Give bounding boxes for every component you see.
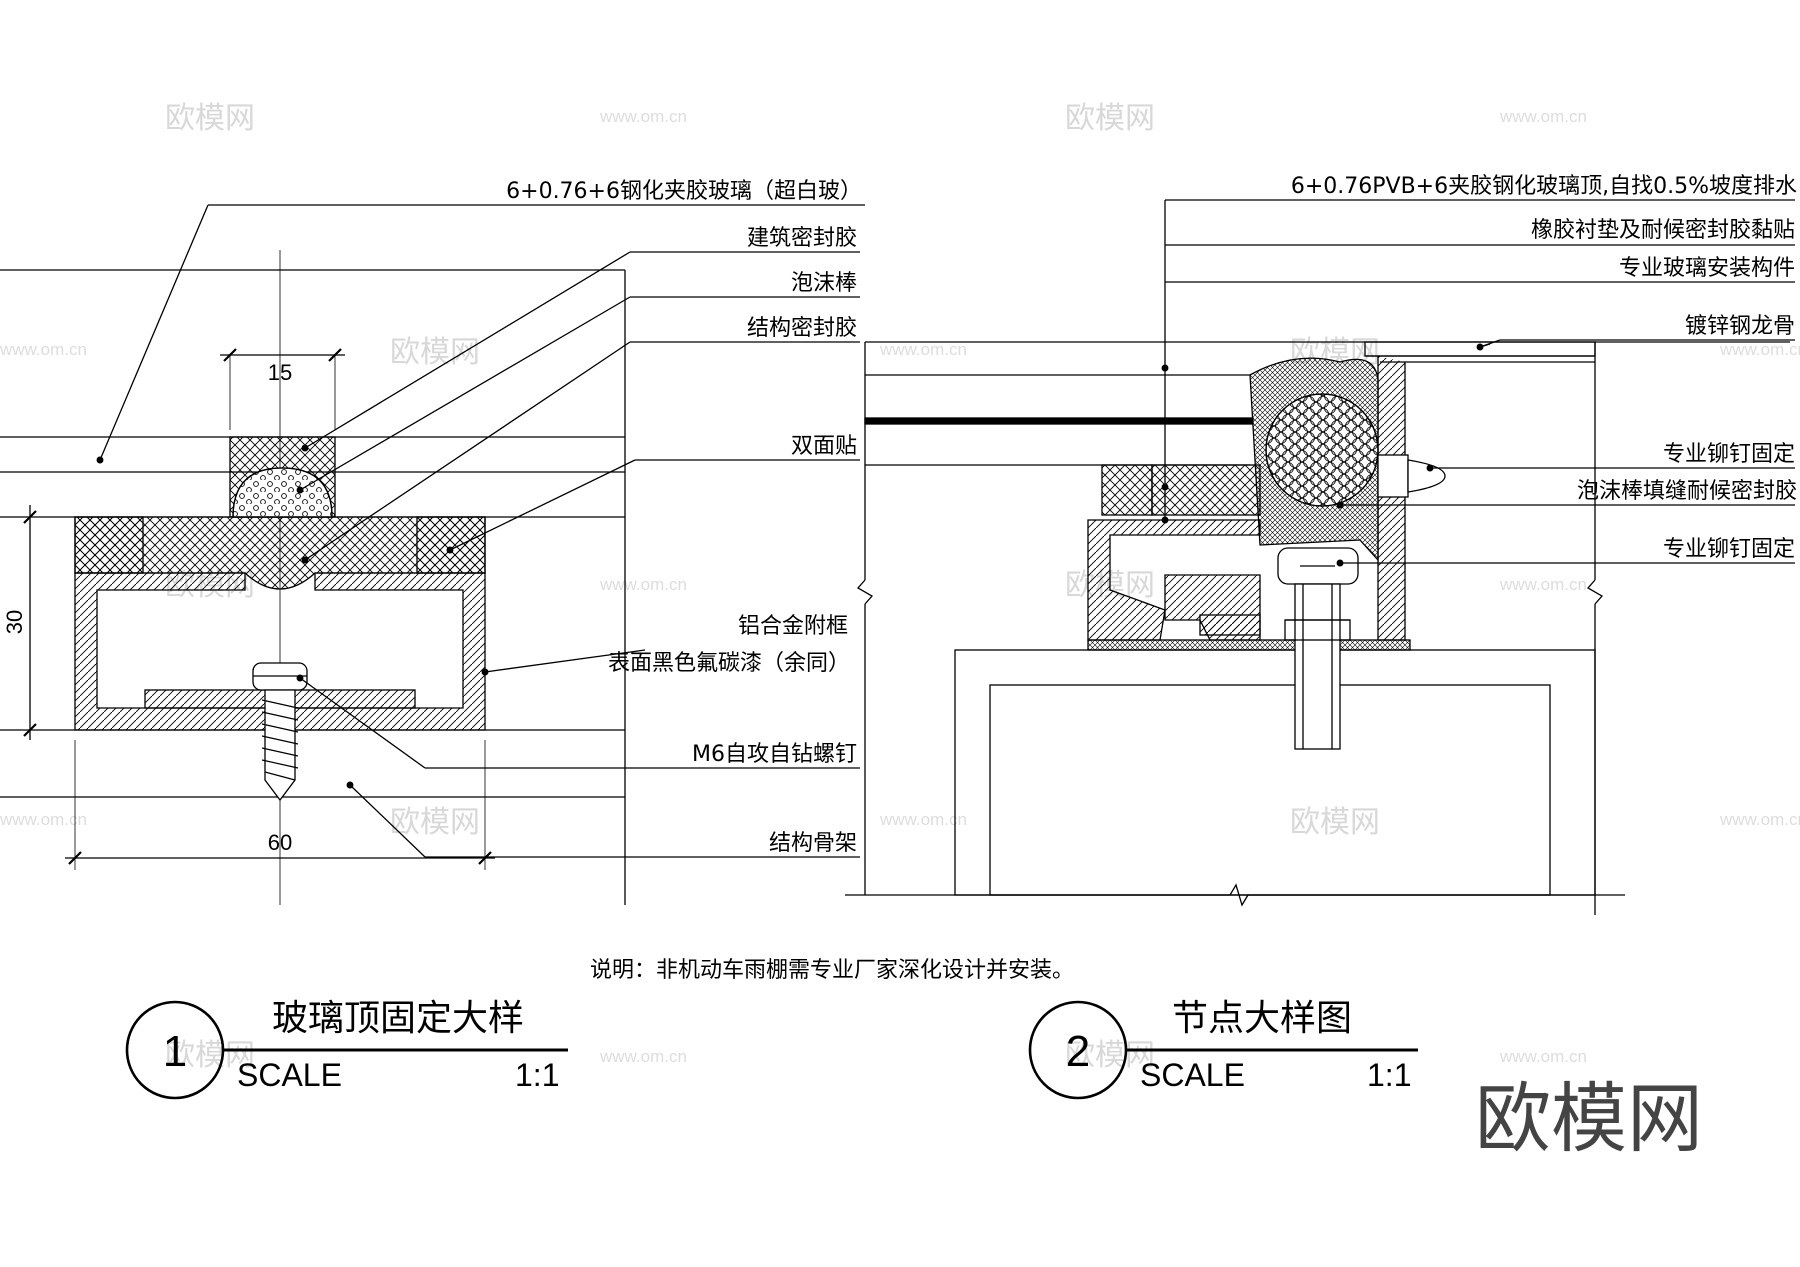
detail-1-labels: 6+0.76+6钢化夹胶玻璃（超白玻） 建筑密封胶 泡沫棒 结构密封胶 双面贴 … bbox=[2, 179, 862, 856]
watermark: 欧模网 bbox=[1290, 805, 1380, 840]
label-glass: 6+0.76+6钢化夹胶玻璃（超白玻） bbox=[506, 179, 862, 204]
detail-number: 1 bbox=[163, 1027, 187, 1076]
scale-label: SCALE bbox=[237, 1057, 342, 1093]
watermark: 欧模网 bbox=[390, 805, 480, 840]
title-block-2: 2 节点大样图 SCALE 1:1 bbox=[1028, 998, 1418, 1100]
detail-title: 玻璃顶固定大样 bbox=[272, 998, 524, 1039]
general-note: 说明：非机动车雨棚需专业厂家深化设计并安装。 bbox=[590, 958, 1074, 983]
label-rivet-1: 专业铆钉固定 bbox=[1663, 442, 1795, 467]
watermark: 欧模网 bbox=[165, 101, 255, 136]
watermark-url: www.om.cn bbox=[1499, 1047, 1587, 1066]
watermark-url: www.om.cn bbox=[1719, 340, 1800, 359]
watermark: 欧模网 bbox=[390, 335, 480, 370]
label-glass-installation: 专业玻璃安装构件 bbox=[1619, 256, 1795, 281]
detail-2-labels: 6+0.76PVB+6夹胶钢化玻璃顶,自找0.5%坡度排水 橡胶衬垫及耐候密封胶… bbox=[1291, 174, 1797, 562]
label-coating: 表面黑色氟碳漆（余同） bbox=[608, 651, 850, 676]
detail-2-drawing bbox=[845, 199, 1795, 915]
watermark-url: www.om.cn bbox=[599, 107, 687, 126]
detail-title: 节点大样图 bbox=[1172, 998, 1352, 1039]
label-foam-sealant: 泡沫棒填缝耐候密封胶 bbox=[1577, 479, 1797, 504]
watermark-url: www.om.cn bbox=[599, 1047, 687, 1066]
label-structure: 结构骨架 bbox=[769, 831, 857, 856]
watermark-url: www.om.cn bbox=[599, 575, 687, 594]
watermark-url: www.om.cn bbox=[1719, 810, 1800, 829]
label-structural-sealant: 结构密封胶 bbox=[747, 316, 857, 341]
dim-15: 15 bbox=[268, 360, 292, 385]
watermark-url: www.om.cn bbox=[879, 810, 967, 829]
scale-label: SCALE bbox=[1140, 1057, 1245, 1093]
scale-value: 1:1 bbox=[515, 1057, 559, 1093]
watermark: 欧模网 bbox=[1065, 101, 1155, 136]
label-steel-keel: 镀锌钢龙骨 bbox=[1685, 314, 1795, 339]
label-foam-rod: 泡沫棒 bbox=[791, 271, 857, 296]
label-double-tape: 双面贴 bbox=[791, 434, 857, 459]
dim-60: 60 bbox=[268, 830, 292, 855]
watermark-url: www.om.cn bbox=[879, 340, 967, 359]
label-screw: M6自攻自钻螺钉 bbox=[692, 742, 857, 767]
brand-logo: 欧模网 bbox=[1475, 1074, 1703, 1163]
watermark-url: www.om.cn bbox=[0, 810, 87, 829]
label-aluminium-frame: 铝合金附框 bbox=[738, 614, 848, 639]
label-rivet-2: 专业铆钉固定 bbox=[1663, 537, 1795, 562]
watermark-url: www.om.cn bbox=[1499, 575, 1587, 594]
label-glass-roof: 6+0.76PVB+6夹胶钢化玻璃顶,自找0.5%坡度排水 bbox=[1291, 174, 1797, 199]
label-building-sealant: 建筑密封胶 bbox=[747, 226, 857, 251]
watermark: 欧模网 bbox=[165, 1038, 255, 1073]
watermark-url: www.om.cn bbox=[0, 340, 87, 359]
detail-number: 2 bbox=[1066, 1027, 1090, 1076]
watermark-url: www.om.cn bbox=[1499, 107, 1587, 126]
dim-30: 30 bbox=[2, 610, 27, 634]
label-rubber-pad: 橡胶衬垫及耐候密封胶黏贴 bbox=[1531, 218, 1795, 243]
title-block-1: 1 玻璃顶固定大样 SCALE 1:1 bbox=[125, 998, 568, 1100]
scale-value: 1:1 bbox=[1367, 1057, 1411, 1093]
watermark: 欧模网 bbox=[1065, 1038, 1155, 1073]
detail-1-drawing bbox=[0, 204, 865, 905]
